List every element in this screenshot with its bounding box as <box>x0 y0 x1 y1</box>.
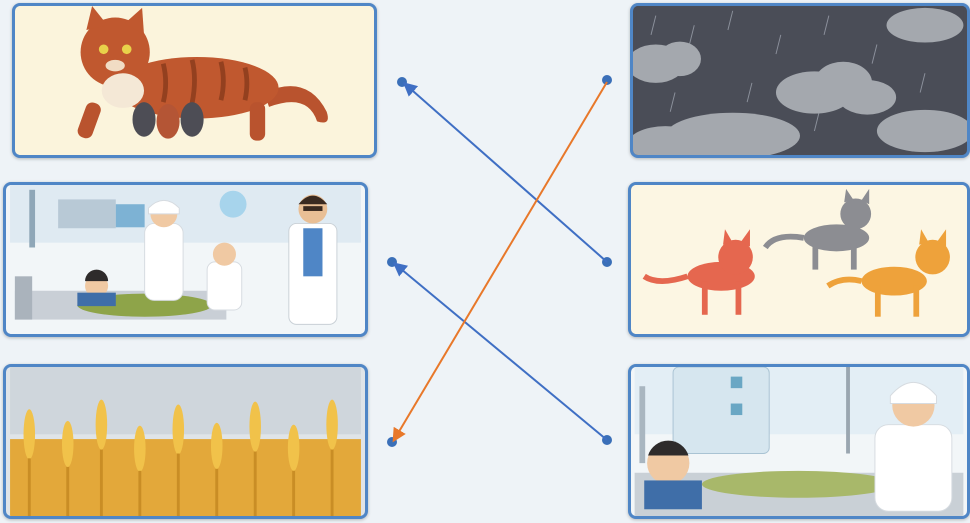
cat-with-kittens-icon <box>19 6 370 155</box>
right-dot-1[interactable] <box>602 75 612 85</box>
sick-child-in-bed-icon <box>634 367 964 516</box>
right-dot-2[interactable] <box>602 257 612 267</box>
left-dot-1[interactable] <box>397 77 407 87</box>
right-card-three-cats[interactable] <box>628 182 970 337</box>
hospital-visit-icon <box>10 185 361 334</box>
connection-cats-to-kittens <box>402 82 608 263</box>
three-cats-icon <box>634 185 964 334</box>
left-dot-3[interactable] <box>387 437 397 447</box>
connection-sick-child-to-hospital <box>392 262 608 441</box>
right-dot-3[interactable] <box>602 435 612 445</box>
right-card-sick-child[interactable] <box>628 364 970 519</box>
left-card-cat-kittens[interactable] <box>12 3 377 158</box>
right-card-rain[interactable] <box>630 3 970 158</box>
left-dot-2[interactable] <box>387 257 397 267</box>
left-card-hospital-visit[interactable] <box>3 182 368 337</box>
rain-clouds-icon <box>633 6 967 155</box>
left-card-wheat-field[interactable] <box>3 364 368 519</box>
connection-rain-to-wheat <box>392 81 608 443</box>
wheat-field-icon <box>10 367 361 516</box>
